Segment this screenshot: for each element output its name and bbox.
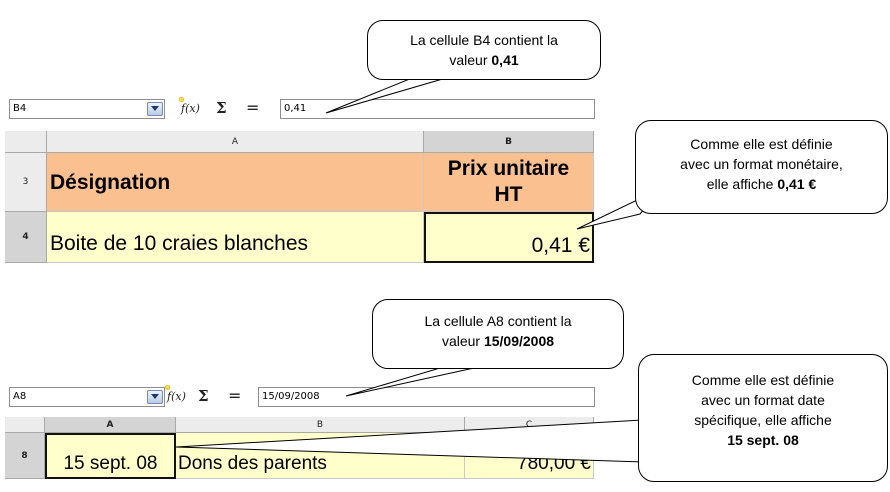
column-header-b[interactable]: B [176, 417, 465, 433]
corner-select-all[interactable] [5, 131, 47, 153]
callout-a8-format: Comme elle est définie avec un format da… [638, 354, 888, 482]
cell-a4[interactable]: Boite de 10 craies blanches [47, 212, 424, 263]
callout-pointer-a8-formula [345, 367, 475, 397]
cell-b3[interactable]: Prix unitaire HT [424, 153, 594, 212]
callout-pointer-a8-cell [175, 419, 643, 463]
callout-text: avec un format monétaire, [680, 156, 843, 172]
column-header-a[interactable]: A [47, 131, 424, 153]
callout-text: La cellule B4 contient la [410, 32, 558, 48]
cell-a8[interactable]: 15 sept. 08 [45, 433, 176, 479]
cell-b3-line2: HT [494, 183, 523, 206]
function-wizard-icon[interactable]: f(x) [179, 97, 200, 115]
row-header-3[interactable]: 3 [5, 153, 47, 212]
chevron-down-icon[interactable] [147, 390, 163, 404]
callout-text: elle affiche 0,41 € [706, 176, 817, 192]
cell-b3-line1: Prix unitaire [447, 157, 570, 180]
callout-a8-content: La cellule A8 contient la valeur 15/09/2… [372, 299, 624, 369]
callout-pointer-b4-formula [325, 77, 447, 114]
row-header-4[interactable]: 4 [5, 212, 47, 263]
name-box[interactable]: A8 [9, 387, 165, 407]
callout-text: valeur 0,41 [449, 52, 519, 68]
callout-text: valeur 15/09/2008 [441, 333, 555, 349]
chevron-down-icon[interactable] [147, 102, 163, 116]
equals-icon[interactable]: = [228, 386, 242, 405]
callout-text: Comme elle est définie [691, 372, 835, 388]
callout-text: avec un format date [701, 392, 825, 408]
sigma-icon[interactable]: Σ [198, 387, 209, 405]
formula-bar-2: A8 f(x) Σ = 15/09/2008 [9, 384, 595, 410]
sigma-icon[interactable]: Σ [216, 99, 227, 117]
callout-text: La cellule A8 contient la [424, 313, 572, 329]
formula-input[interactable]: 0,41 [280, 99, 595, 119]
callout-text: 15 sept. 08 [727, 432, 799, 448]
equals-icon[interactable]: = [246, 98, 260, 117]
callout-text: Comme elle est définie [690, 136, 833, 152]
formula-bar-1: B4 f(x) Σ = 0,41 [9, 96, 595, 122]
formula-input[interactable]: 15/09/2008 [258, 387, 595, 407]
cell-b4[interactable]: 0,41 € [424, 212, 594, 263]
callout-b4-content: La cellule B4 contient la valeur 0,41 [367, 20, 601, 80]
name-box[interactable]: B4 [9, 99, 165, 119]
column-header-b[interactable]: B [424, 131, 594, 153]
callout-b4-format: Comme elle est définie avec un format mo… [635, 120, 888, 214]
column-header-a[interactable]: A [45, 417, 176, 433]
formula-input-value: 15/09/2008 [262, 391, 320, 402]
cell-a3[interactable]: Désignation [47, 153, 424, 212]
corner-select-all[interactable] [5, 417, 45, 433]
function-wizard-icon[interactable]: f(x) [165, 385, 186, 403]
name-box-value: A8 [13, 391, 27, 402]
formula-input-value: 0,41 [284, 103, 307, 114]
name-box-value: B4 [13, 103, 27, 114]
row-header-8[interactable]: 8 [5, 433, 45, 479]
callout-text: spécifique, elle affiche [694, 412, 832, 428]
